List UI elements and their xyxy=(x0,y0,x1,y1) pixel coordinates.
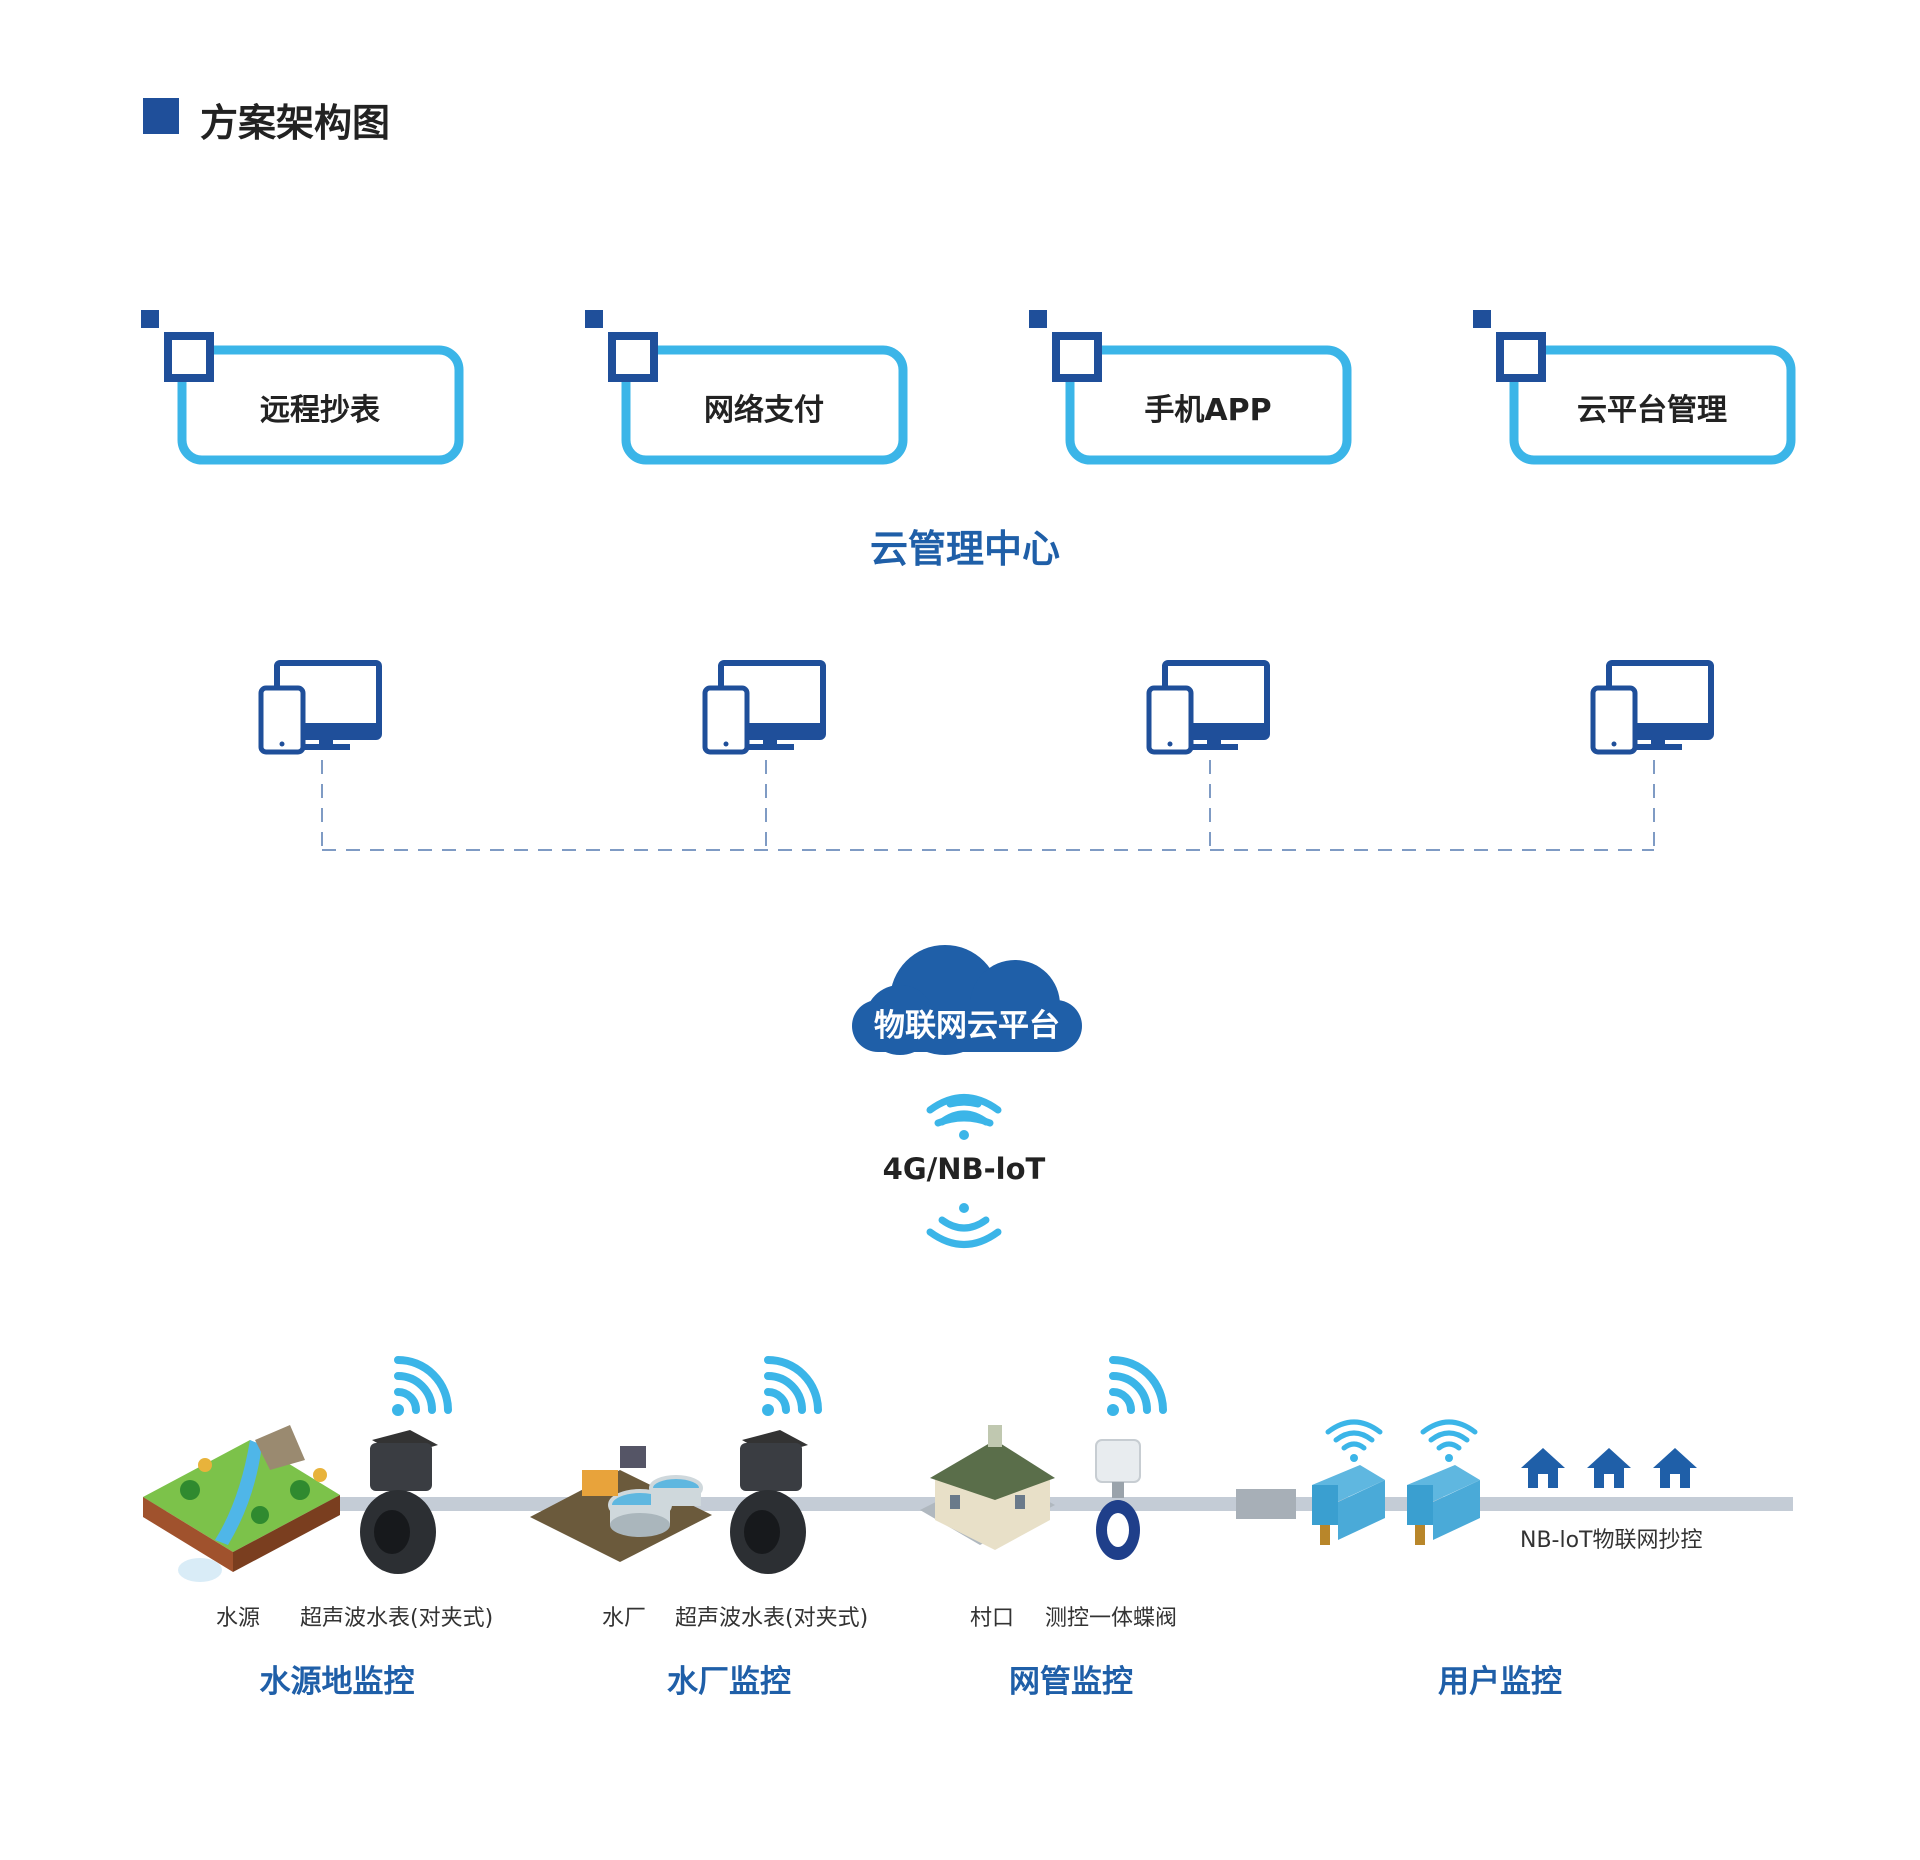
house-icon-3 xyxy=(1653,1448,1697,1488)
feature-label-cloud-management: 云平台管理 xyxy=(1577,393,1727,428)
wifi-icon-valve xyxy=(1107,1356,1167,1416)
village-building-illustration xyxy=(920,1425,1055,1550)
wifi-icon-top xyxy=(926,1094,1002,1140)
dashed-connectors xyxy=(321,760,1655,851)
category-water-plant-monitoring: 水厂监控 xyxy=(667,1664,791,1700)
caption-butterfly-valve: 测控一体蝶阀 xyxy=(1045,1606,1178,1631)
feature-box-online-payment xyxy=(585,310,908,465)
wifi-icon-meter-2 xyxy=(762,1356,822,1416)
wifi-icon-smart-meter-1 xyxy=(1325,1419,1383,1462)
smart-water-meter-1 xyxy=(1312,1465,1385,1545)
device-icon-3 xyxy=(1146,660,1270,755)
title-marker xyxy=(143,98,179,134)
feature-label-remote-reading: 远程抄表 xyxy=(260,393,380,428)
iot-cloud-platform-label: 物联网云平台 xyxy=(874,1008,1060,1044)
caption-ultrasonic-meter-2: 超声波水表(对夹式) xyxy=(675,1606,869,1631)
smart-water-meter-2 xyxy=(1407,1465,1480,1545)
wifi-icon-bottom xyxy=(926,1203,1002,1248)
pipe-connector xyxy=(1236,1489,1296,1519)
device-icon-1 xyxy=(258,660,382,755)
device-icon-4 xyxy=(1590,660,1714,755)
caption-ultrasonic-meter-1: 超声波水表(对夹式) xyxy=(300,1606,494,1631)
page-title: 方案架构图 xyxy=(200,101,391,145)
caption-village: 村口 xyxy=(970,1606,1015,1631)
feature-box-mobile-app xyxy=(1029,310,1352,465)
wifi-icon-smart-meter-2 xyxy=(1420,1419,1478,1462)
category-pipe-network-monitoring: 网管监控 xyxy=(1009,1664,1133,1700)
feature-box-cloud-management xyxy=(1473,310,1796,465)
ultrasonic-meter-2 xyxy=(730,1430,808,1574)
network-protocol-label: 4G/NB-loT xyxy=(882,1152,1046,1186)
ultrasonic-meter-1 xyxy=(360,1430,438,1574)
caption-nb-iot-reading: NB-loT物联网抄控 xyxy=(1520,1528,1703,1553)
device-icon-2 xyxy=(702,660,826,755)
house-icon-1 xyxy=(1521,1448,1565,1488)
cloud-icon xyxy=(852,945,1082,1055)
water-plant-illustration xyxy=(530,1446,712,1562)
category-user-monitoring: 用户监控 xyxy=(1438,1664,1562,1700)
house-icon-2 xyxy=(1587,1448,1631,1488)
wifi-icon-meter-1 xyxy=(392,1356,452,1416)
cloud-management-center-label: 云管理中心 xyxy=(869,527,1060,571)
caption-water-source: 水源 xyxy=(216,1606,261,1631)
feature-label-mobile-app: 手机APP xyxy=(1144,393,1272,428)
feature-label-online-payment: 网络支付 xyxy=(704,393,824,428)
category-water-source-monitoring: 水源地监控 xyxy=(259,1664,415,1700)
water-source-illustration xyxy=(143,1425,340,1582)
caption-water-plant: 水厂 xyxy=(602,1606,647,1631)
butterfly-valve xyxy=(1095,1439,1141,1560)
feature-box-remote-reading xyxy=(141,310,464,465)
